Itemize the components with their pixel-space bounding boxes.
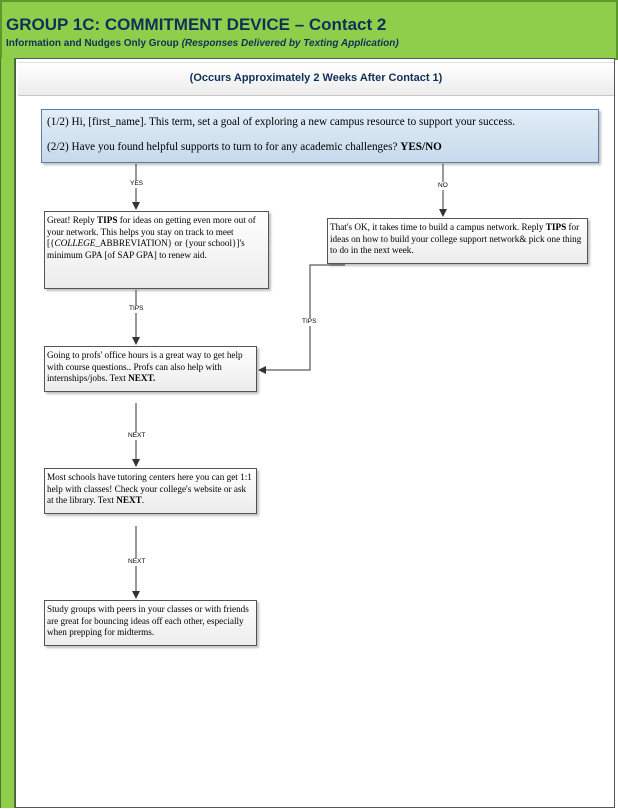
edge-label-next-1: NEXT [127, 432, 147, 440]
left-accent-strip [0, 58, 15, 808]
tutoring-keyword: NEXT [116, 495, 142, 505]
start-message-line-1: (1/2) Hi, [first_name]. This term, set a… [47, 116, 515, 128]
office-hours-text: Going to profs' office hours is a great … [47, 350, 243, 383]
tutoring-text: Most schools have tutoring centers here … [47, 472, 252, 505]
edge-label-tips-right: TIPS [301, 318, 318, 326]
office-hours-keyword: NEXT. [128, 373, 156, 383]
connector-tips-right [258, 264, 345, 374]
study-groups-text: Study groups with peers in your classes … [47, 604, 249, 637]
yes-text-1: Great! Reply [47, 215, 98, 225]
page-subtitle: Information and Nudges Only Group (Respo… [6, 38, 399, 49]
edge-label-no: NO [437, 182, 449, 190]
office-hours-box: Going to profs' office hours is a great … [44, 346, 257, 392]
start-message-question: (2/2) Have you found helpful supports to… [47, 141, 401, 153]
no-response-box: That's OK, it takes time to build a camp… [327, 218, 588, 264]
yes-text-3: _ABBREVIATION} or {your school}]'s minim… [47, 238, 245, 260]
page-title: GROUP 1C: COMMITMENT DEVICE – Contact 2 [6, 15, 387, 34]
yes-response-box: Great! Reply TIPS for ideas on getting e… [44, 211, 269, 289]
yes-text-2: for ideas on getting even more out of yo… [47, 215, 256, 248]
yes-text-italic: COLLEGE [54, 238, 96, 248]
timing-text: (Occurs Approximately 2 Weeks After Cont… [189, 72, 443, 84]
edge-label-yes: YES [129, 180, 145, 188]
timing-banner: (Occurs Approximately 2 Weeks After Cont… [18, 62, 614, 96]
no-keyword: TIPS [545, 222, 567, 232]
page-header: GROUP 1C: COMMITMENT DEVICE – Contact 2 … [0, 0, 618, 60]
start-message-options: YES/NO [400, 141, 442, 153]
tutoring-box: Most schools have tutoring centers here … [44, 468, 257, 514]
edge-label-next-2: NEXT [127, 558, 147, 566]
edge-label-tips-left: TIPS [128, 305, 145, 313]
study-groups-box: Study groups with peers in your classes … [44, 600, 257, 646]
subtitle-italic: (Responses Delivered by Texting Applicat… [181, 38, 399, 49]
start-message-box: (1/2) Hi, [first_name]. This term, set a… [41, 109, 599, 163]
start-message-line-2: (2/2) Have you found helpful supports to… [47, 140, 593, 154]
flowchart-frame [15, 58, 615, 808]
subtitle-main: Information and Nudges Only Group [6, 38, 182, 49]
no-text-2: for ideas on how to build your college s… [330, 222, 582, 255]
tutoring-end: . [141, 495, 145, 505]
yes-keyword: TIPS [97, 215, 118, 225]
no-text-1: That's OK, it takes time to build a camp… [330, 222, 546, 232]
